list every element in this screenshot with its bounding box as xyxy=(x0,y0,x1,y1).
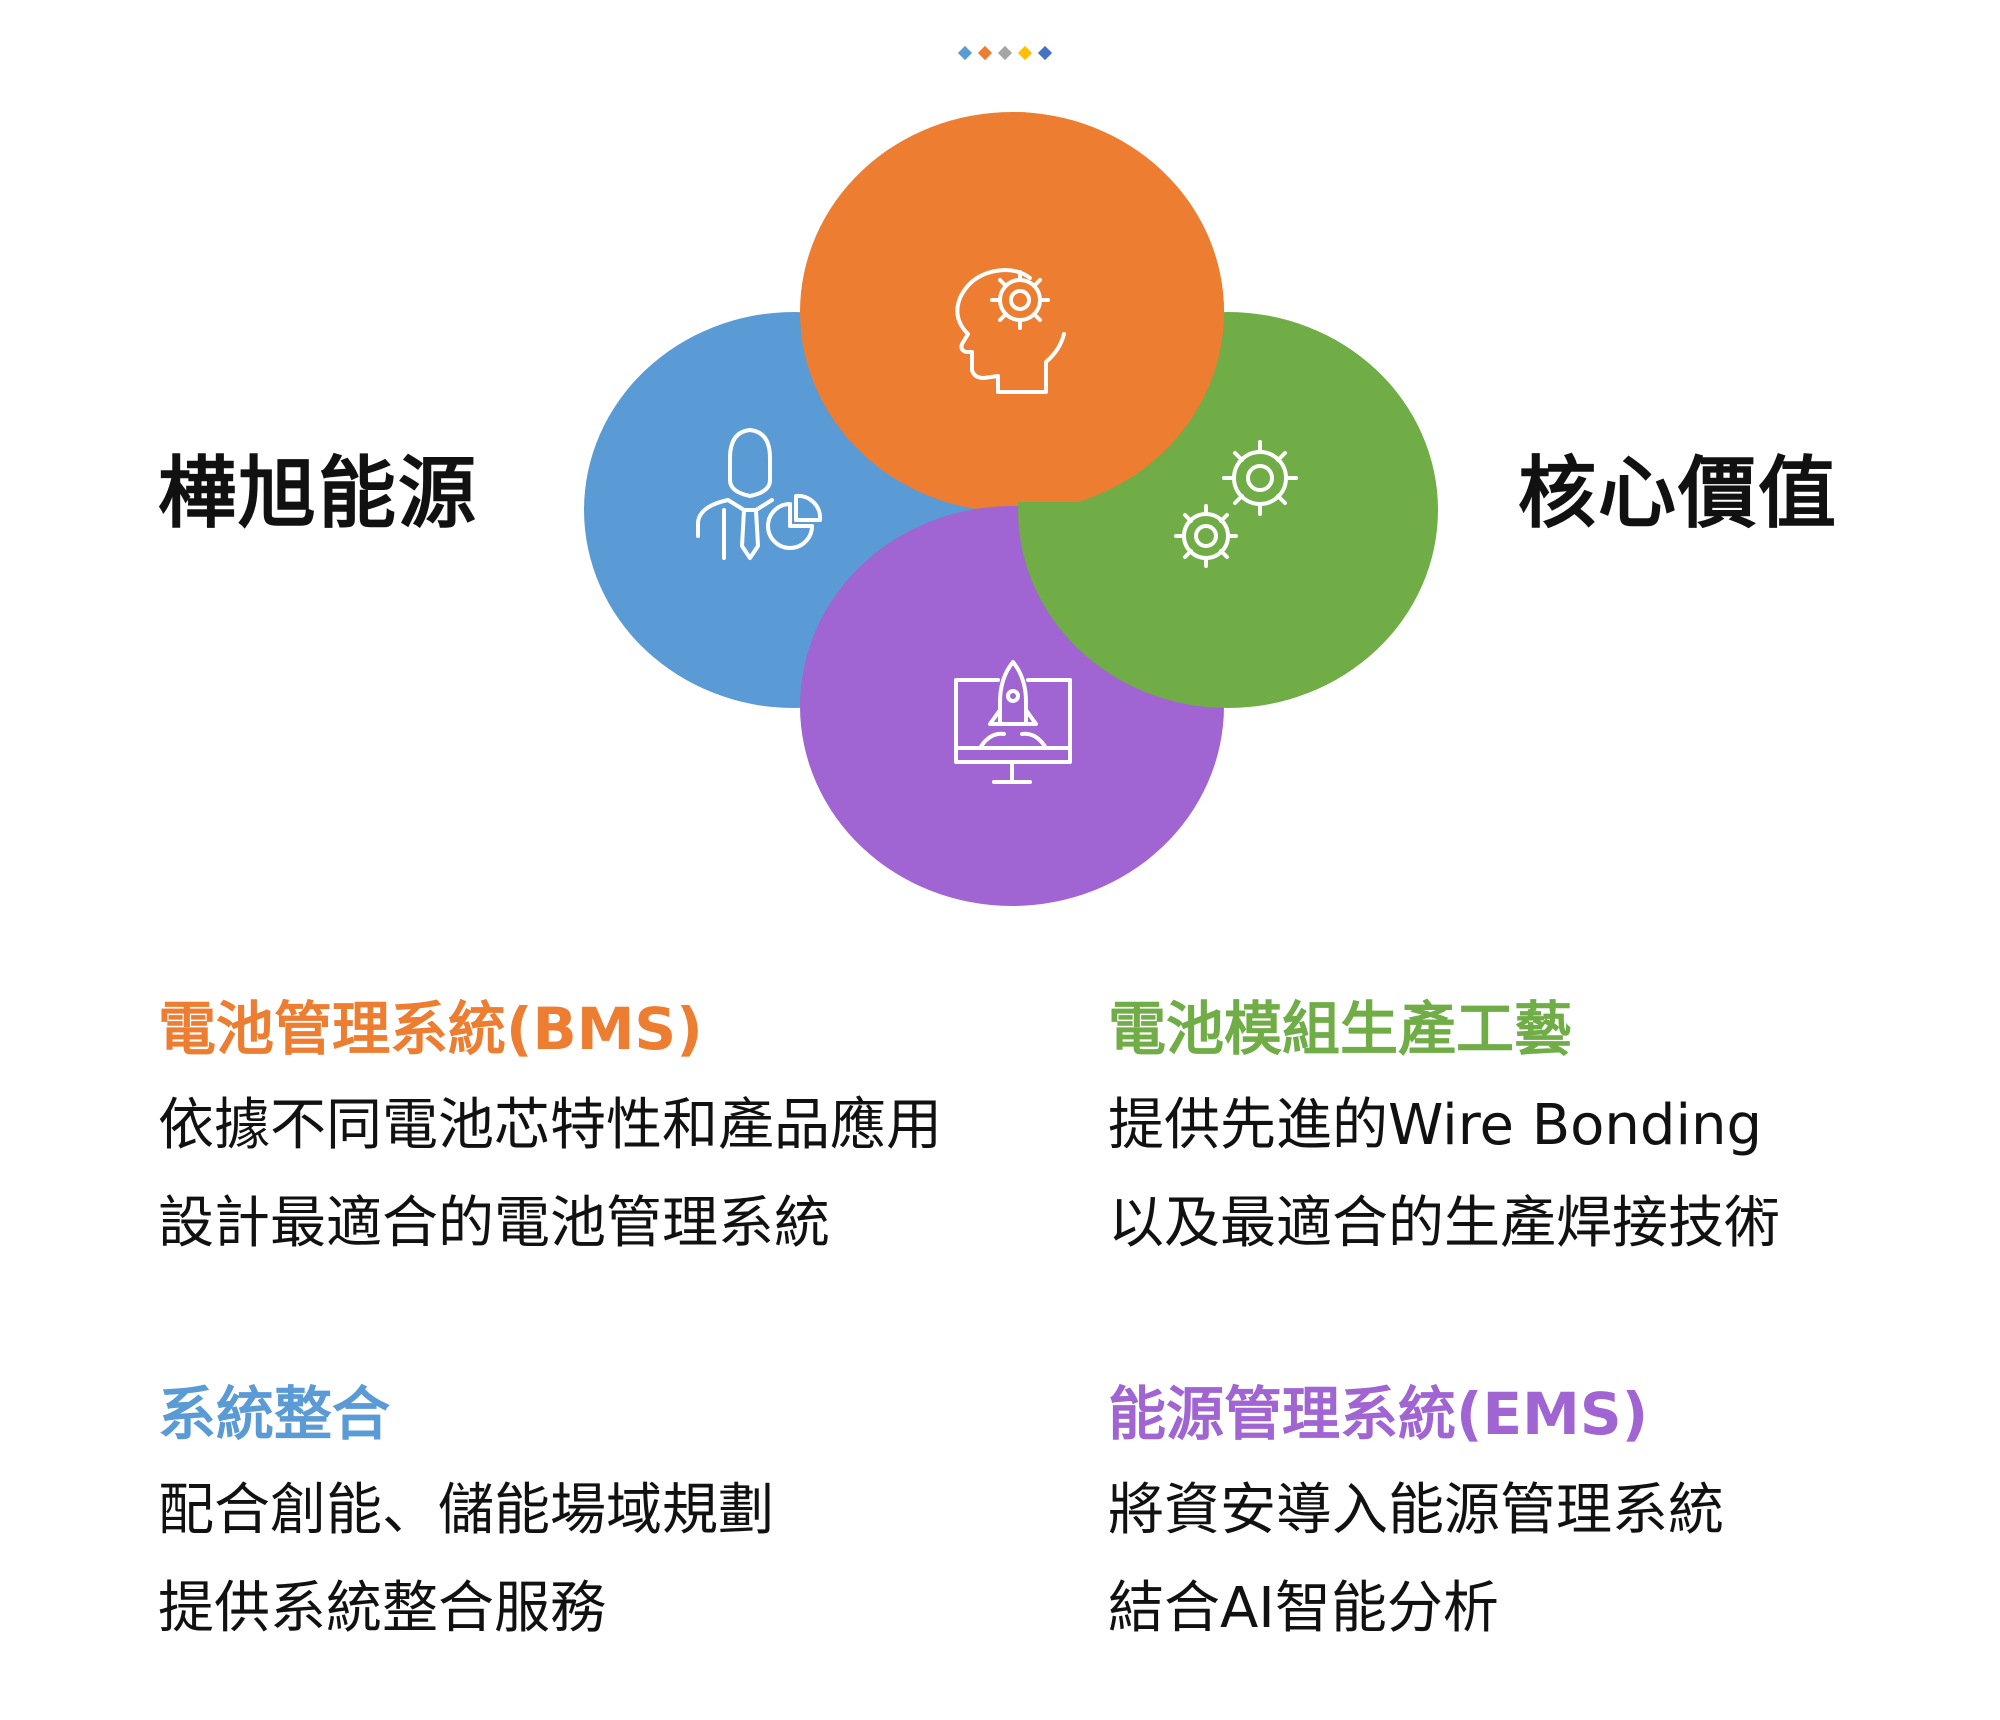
section-module: 電池模組生產工藝 提供先進的Wire Bonding 以及最適合的生產焊接技術 xyxy=(1108,1000,1780,1252)
businessman-chart-icon xyxy=(696,428,823,560)
section-integration-line2: 提供系統整合服務 xyxy=(158,1576,606,1641)
section-module-line1: 提供先進的Wire Bonding xyxy=(1108,1093,1763,1158)
section-ems: 能源管理系統(EMS) 將資安導入能源管理系統 結合AI智能分析 xyxy=(1108,1385,1724,1637)
section-integration-title: 系統整合 xyxy=(158,1380,391,1448)
decor-dot xyxy=(1017,45,1033,61)
decor-dot xyxy=(977,45,993,61)
section-bms-line2: 設計最適合的電池管理系統 xyxy=(158,1191,830,1256)
decor-dot xyxy=(1037,45,1053,61)
section-ems-line2: 結合AI智能分析 xyxy=(1108,1576,1499,1641)
decor-dot xyxy=(997,45,1013,61)
section-integration-line1: 配合創能、儲能場域規劃 xyxy=(158,1478,774,1543)
section-ems-line1: 將資安導入能源管理系統 xyxy=(1108,1478,1724,1543)
title-right: 核心價值 xyxy=(1518,449,1839,539)
section-bms-title: 電池管理系統(BMS) xyxy=(158,995,703,1063)
core-value-diagram xyxy=(580,112,1440,912)
section-bms: 電池管理系統(BMS) 依據不同電池芯特性和產品應用 設計最適合的電池管理系統 xyxy=(158,1000,942,1252)
decor-dot xyxy=(957,45,973,61)
head-gear-icon xyxy=(955,268,1066,394)
rocket-monitor-icon xyxy=(954,660,1072,784)
header-dots xyxy=(957,45,1053,61)
section-module-line2: 以及最適合的生產焊接技術 xyxy=(1108,1191,1780,1256)
section-integration: 系統整合 配合創能、儲能場域規劃 提供系統整合服務 xyxy=(158,1385,774,1637)
petal-orange-overlap xyxy=(1012,112,1224,502)
section-module-title: 電池模組生產工藝 xyxy=(1108,995,1573,1063)
section-ems-title: 能源管理系統(EMS) xyxy=(1108,1380,1649,1448)
section-bms-line1: 依據不同電池芯特性和產品應用 xyxy=(158,1093,942,1158)
gears-icon xyxy=(1174,440,1298,568)
title-left: 樺旭能源 xyxy=(158,449,479,539)
